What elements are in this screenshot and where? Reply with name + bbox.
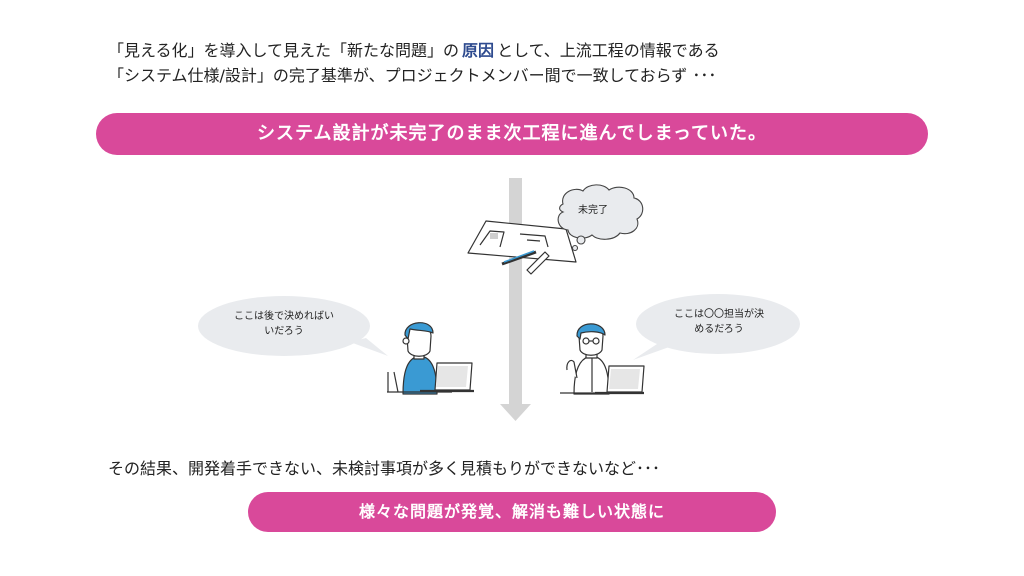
intro-accent-cause: 原因 xyxy=(462,41,495,60)
thought-cloud-design xyxy=(557,184,644,252)
bubble-left-line-2: いだろう xyxy=(264,326,304,337)
result-text: その結果、開発着手できない、未検討事項が多く見積もりができないなど･･･ xyxy=(108,459,661,478)
speech-bubble-right xyxy=(633,294,800,360)
bubble-text-design: 未完了 xyxy=(578,205,608,216)
person-right-icon xyxy=(560,323,645,395)
intro-line-1: 「見える化」を導入して見えた「新たな問題」の原因として、上流工程の情報である xyxy=(108,38,928,63)
bubble-text-right: ここは〇〇担当が決 めるだろう xyxy=(656,307,782,337)
design-document-icon xyxy=(467,220,577,275)
bubble-right-line-1: ここは〇〇担当が決 xyxy=(674,309,764,320)
intro-text: 「見える化」を導入して見えた「新たな問題」の原因として、上流工程の情報である 「… xyxy=(108,38,928,88)
banner-top: システム設計が未完了のまま次工程に進んでしまっていた。 xyxy=(96,113,928,155)
bubble-right-line-2: めるだろう xyxy=(694,324,744,335)
bubble-left-line-1: ここは後で決めればい xyxy=(234,311,334,322)
speech-bubble-left xyxy=(198,296,388,356)
person-left-icon xyxy=(387,322,474,395)
down-arrow-icon xyxy=(500,178,531,421)
banner-bottom: 様々な問題が発覚、解消も難しい状態に xyxy=(248,492,776,532)
intro-line-1-end: として、上流工程の情報である xyxy=(497,41,720,60)
intro-line-1-start: 「見える化」を導入して見えた「新たな問題」の xyxy=(108,41,460,60)
intro-line-2: 「システム仕様/設計」の完了基準が、プロジェクトメンバー間で一致しておらず ･･… xyxy=(108,66,717,85)
bubble-text-left: ここは後で決めればい いだろう xyxy=(221,309,347,339)
